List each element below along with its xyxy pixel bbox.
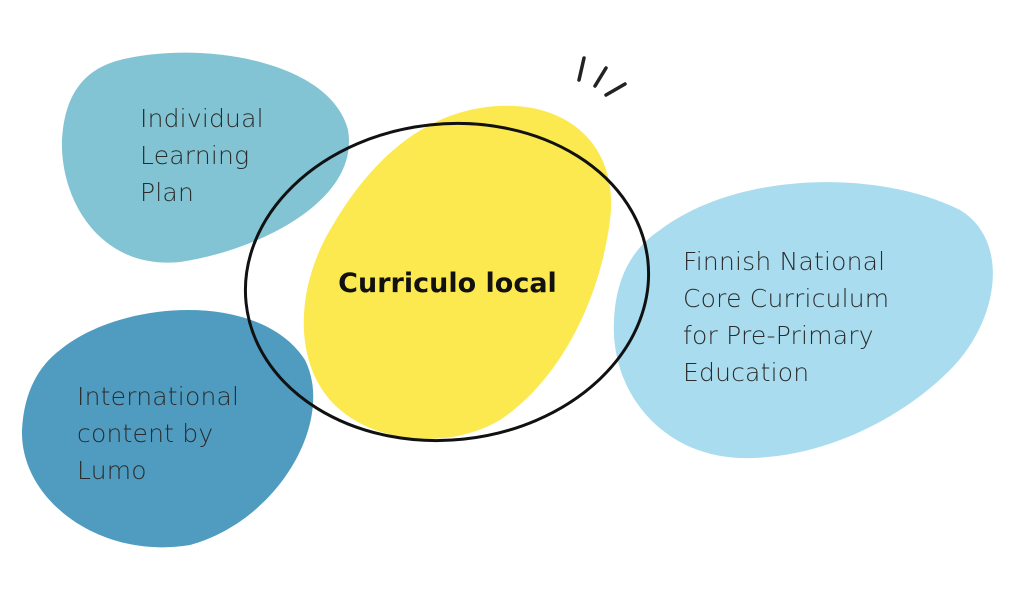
individual-plan-label: Individual Learning Plan xyxy=(140,100,264,211)
international-content-label: International content by Lumo xyxy=(77,378,239,489)
national-curriculum-label: Finnish National Core Curriculum for Pre… xyxy=(683,243,889,391)
label-line: Individual xyxy=(140,104,264,133)
sparkle-icon xyxy=(577,56,627,97)
highlight-circle xyxy=(243,121,651,443)
label-line: International xyxy=(77,382,240,411)
local-curriculum-blob xyxy=(303,105,612,439)
local-curriculum-label: Curriculo local xyxy=(338,268,557,299)
label-line: Finnish National xyxy=(683,247,886,276)
label-line: Education xyxy=(683,358,810,387)
label-line: Learning xyxy=(140,141,250,170)
label-line: Plan xyxy=(140,178,194,207)
national-curriculum-blob xyxy=(613,182,993,459)
label-line: Lumo xyxy=(77,456,147,485)
individual-plan-blob xyxy=(61,52,349,263)
label-line: content by xyxy=(77,419,214,448)
label-line: Core Curriculum xyxy=(683,284,890,313)
label-line: for Pre-Primary xyxy=(683,321,874,350)
international-content-blob xyxy=(21,310,314,548)
